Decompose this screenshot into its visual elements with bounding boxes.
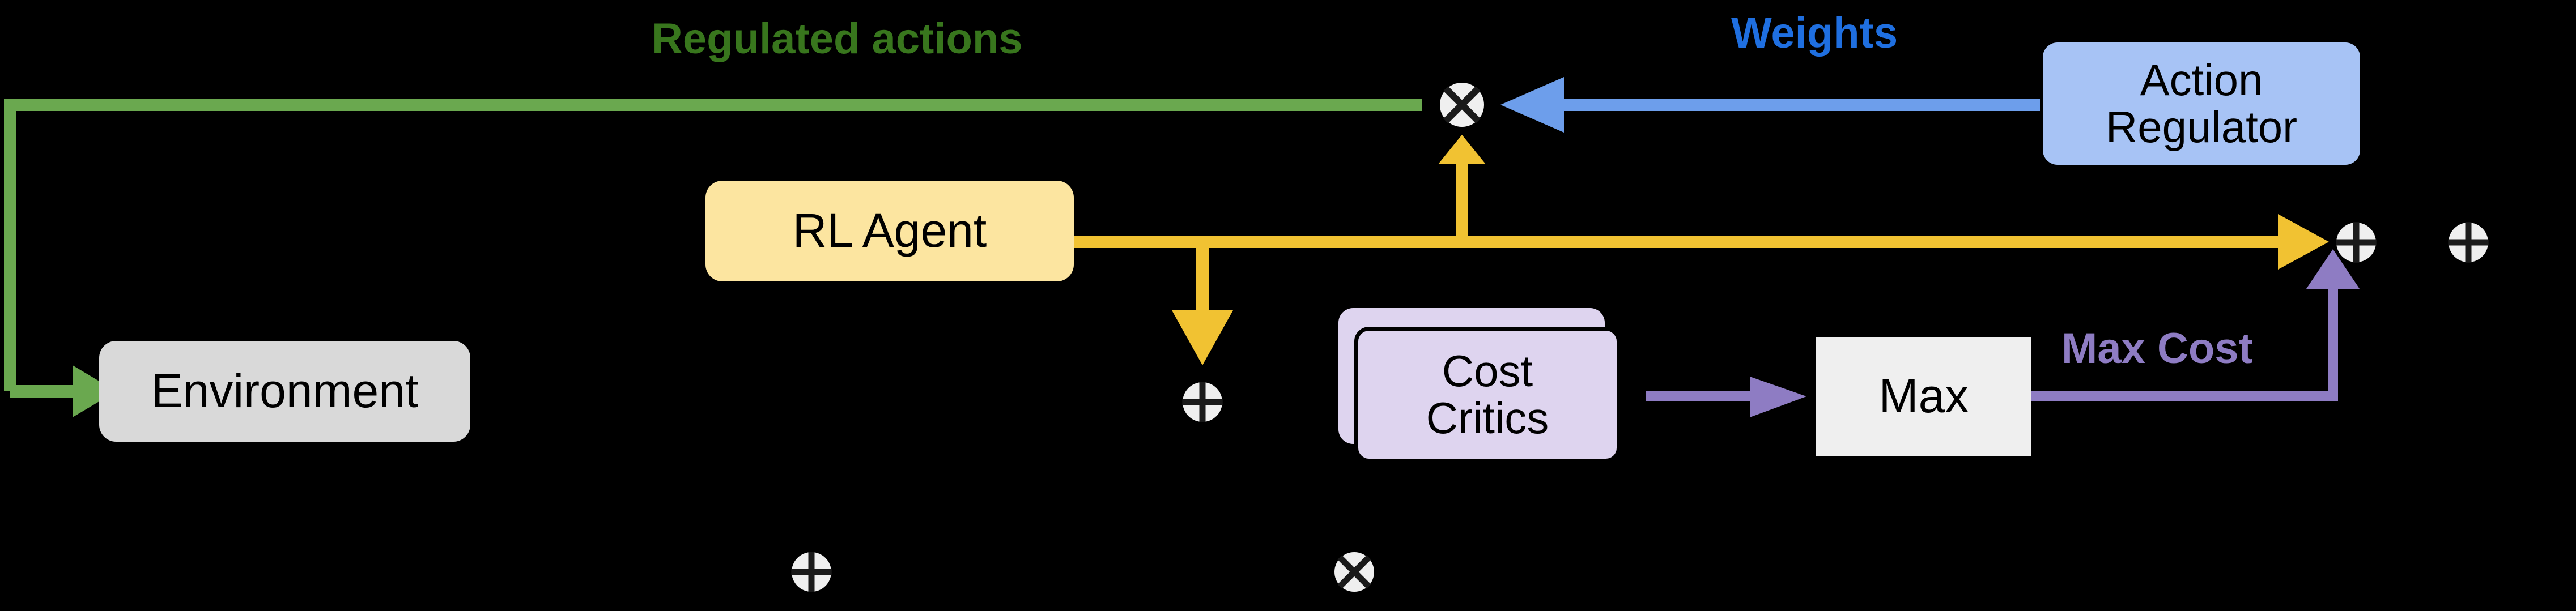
edge-critics-to-max	[1646, 377, 1806, 417]
edge-agent-to-sum	[1073, 214, 2329, 270]
node-environment[interactable]: Environment	[99, 341, 470, 442]
node-action-regulator[interactable]: Action Regulator	[2043, 42, 2360, 165]
edge-label-regulated-actions: Regulated actions	[652, 15, 1023, 63]
node-max[interactable]: Max	[1816, 337, 2031, 456]
node-rl-agent[interactable]: RL Agent	[705, 181, 1074, 281]
edge-label-weights: Weights	[1731, 9, 1898, 57]
edge-label-max-cost: Max Cost	[2061, 324, 2253, 373]
edge-weights	[1500, 77, 2040, 133]
edge-agent-to-multiply	[1438, 135, 1486, 242]
edge-regulated-actions	[4, 99, 1422, 417]
edge-max-cost	[2031, 249, 2360, 401]
node-cost-critics[interactable]: Cost Critics	[1354, 327, 1621, 463]
edge-agent-down	[1172, 242, 1233, 365]
